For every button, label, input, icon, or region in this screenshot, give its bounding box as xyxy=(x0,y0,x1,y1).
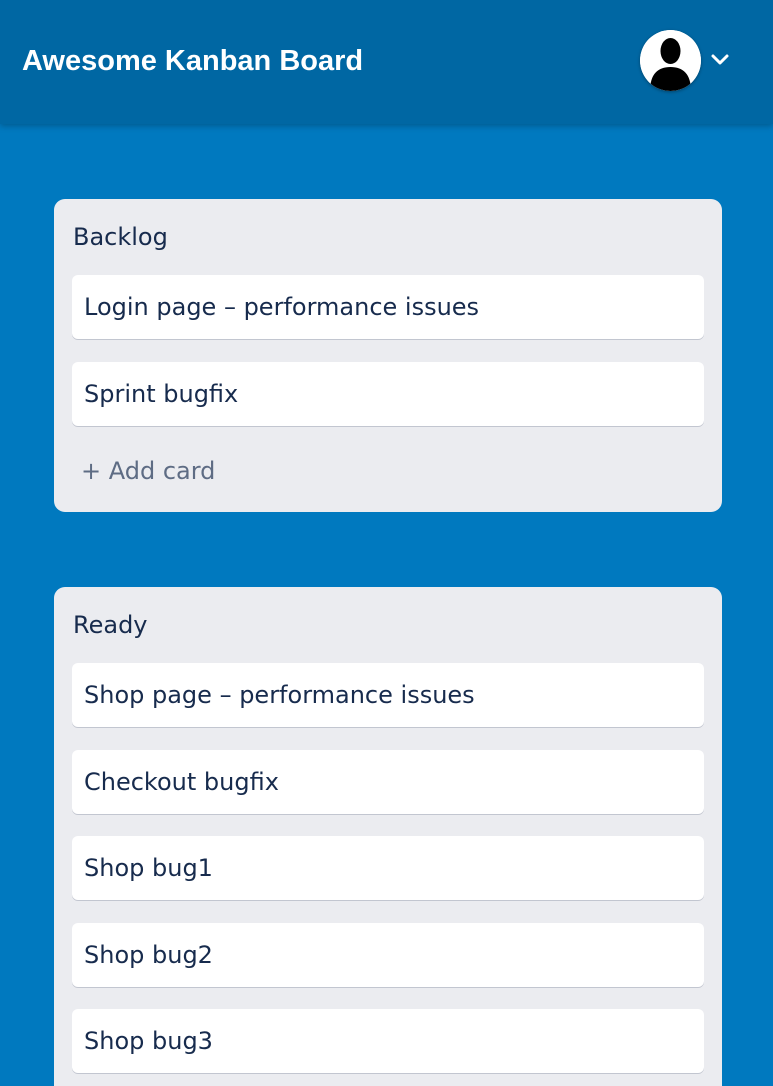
user-avatar[interactable] xyxy=(640,30,701,91)
list-ready: Ready Shop page – performance issues Che… xyxy=(54,587,722,1086)
card[interactable]: Sprint bugfix xyxy=(72,362,704,426)
card[interactable]: Checkout bugfix xyxy=(72,750,704,814)
card[interactable]: Shop page – performance issues xyxy=(72,663,704,727)
app-header: Awesome Kanban Board xyxy=(0,0,773,124)
card[interactable]: Shop bug2 xyxy=(72,923,704,987)
kanban-board: Backlog Login page – performance issues … xyxy=(0,124,773,1086)
card[interactable]: Login page – performance issues xyxy=(72,275,704,339)
add-card-button[interactable]: + Add card xyxy=(81,457,216,485)
app-title: Awesome Kanban Board xyxy=(22,45,364,77)
card[interactable]: Shop bug1 xyxy=(72,836,704,900)
list-title: Ready xyxy=(73,611,148,639)
list-backlog: Backlog Login page – performance issues … xyxy=(54,199,722,512)
list-title: Backlog xyxy=(73,223,168,251)
user-menu-button[interactable] xyxy=(640,30,735,92)
chevron-down-icon[interactable] xyxy=(708,50,732,70)
user-silhouette-icon xyxy=(640,30,701,91)
card[interactable]: Shop bug3 xyxy=(72,1009,704,1073)
